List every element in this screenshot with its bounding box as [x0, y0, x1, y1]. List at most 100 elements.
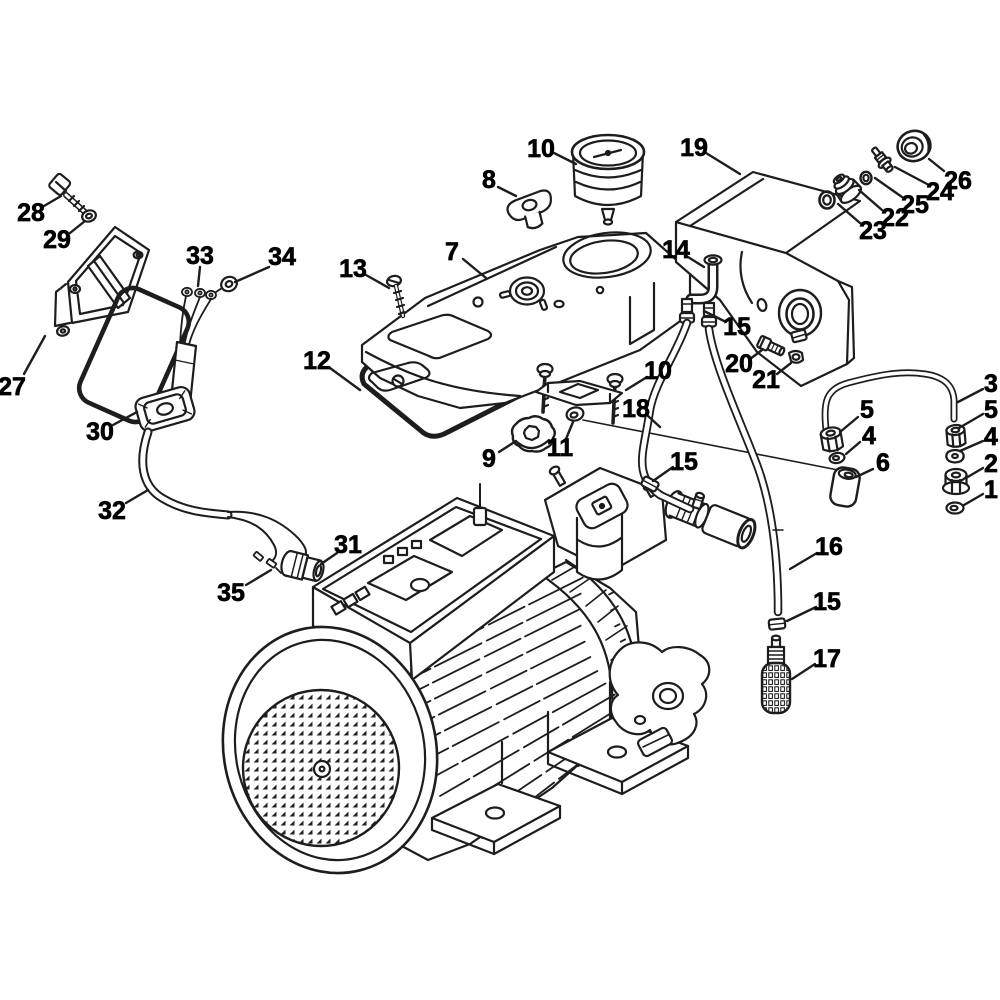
- callout-c12: 12: [303, 347, 331, 375]
- star-nut-part-9: [510, 415, 556, 453]
- callout-c10b: 10: [644, 357, 672, 385]
- elbow-fitting-part-14: [680, 254, 723, 318]
- callout-c32: 32: [98, 497, 126, 525]
- leader-line-c14: [686, 255, 706, 269]
- leader-line-c34: [233, 265, 271, 284]
- leader-line-c30: [111, 410, 139, 427]
- callout-c2: 2: [984, 450, 998, 478]
- grommet-part-30: [134, 385, 196, 433]
- leader-line-c35: [244, 568, 273, 587]
- ring-terminal-part-34: [220, 275, 238, 293]
- nut-part-5-right: [945, 423, 967, 448]
- screw-part-13: [385, 274, 406, 319]
- callout-c8: 8: [482, 166, 496, 194]
- leader-line-c15b: [651, 465, 675, 483]
- callout-c14: 14: [662, 236, 690, 264]
- washer-part-4-left: [828, 451, 846, 465]
- wire-ends-part-35: [252, 551, 282, 574]
- pump-canister: [575, 482, 629, 581]
- tube-part-3: [821, 369, 958, 433]
- leader-line-c15c: [785, 605, 818, 623]
- leader-line-c5l: [838, 415, 860, 434]
- hose-barb: [691, 491, 706, 511]
- hose-part-16: [704, 324, 784, 617]
- callout-c16: 16: [815, 533, 843, 561]
- fan-cover: [221, 625, 439, 875]
- leader-line-c1: [962, 492, 985, 507]
- fitting-part-22: [832, 173, 863, 204]
- callout-c19: 19: [680, 134, 708, 162]
- leader-line-c8: [496, 185, 518, 198]
- leader-line-c29: [68, 219, 87, 235]
- fitting-part-2: [941, 467, 971, 496]
- power-cable-part-32: [138, 427, 307, 563]
- callout-c35: 35: [217, 579, 245, 607]
- leader-line-c20: [748, 348, 764, 361]
- callout-c3: 3: [984, 370, 998, 398]
- suction-filter-part-17: [760, 634, 792, 715]
- leader-line-c31: [319, 551, 339, 566]
- washer-part-11: [565, 406, 585, 422]
- callout-c13: 13: [339, 255, 367, 283]
- leader-line-c6: [854, 467, 875, 479]
- cover-seal-part-27: [76, 285, 192, 425]
- leader-line-c24: [893, 165, 929, 186]
- leader-line-c25: [873, 176, 904, 199]
- leader-line-c33: [196, 265, 202, 288]
- leader-line-c17: [790, 662, 817, 681]
- screw-part-28: [48, 172, 89, 216]
- o-ring-part-25: [859, 170, 873, 186]
- callout-c33: 33: [186, 242, 214, 270]
- leader-line-c13: [364, 273, 391, 290]
- callout-c15b: 15: [670, 448, 698, 476]
- washer-part-4-right: [945, 448, 965, 464]
- callout-c17: 17: [813, 645, 841, 673]
- leader-line-c18: [646, 414, 662, 429]
- washer-part-1: [945, 501, 965, 515]
- leader-line-c19: [704, 151, 742, 176]
- washer-part-29: [81, 209, 97, 223]
- o-ring-part-23: [818, 190, 836, 210]
- callout-c18: 18: [622, 395, 650, 423]
- callout-c21: 21: [752, 366, 780, 394]
- callout-c26: 26: [944, 167, 972, 195]
- screw-part-20: [756, 335, 786, 357]
- leader-line-c2: [964, 466, 985, 480]
- callout-c1: 1: [984, 476, 998, 504]
- callout-c23: 23: [859, 217, 887, 245]
- callout-c25: 25: [901, 191, 929, 219]
- callout-c20: 20: [725, 350, 753, 378]
- pressure-gauge-part-10: [570, 133, 646, 226]
- callout-c15a: 15: [723, 313, 751, 341]
- leader-line-c10a: [552, 151, 578, 166]
- gauge-bracket-part-10: [534, 362, 624, 425]
- callout-c24: 24: [926, 178, 954, 206]
- leader-line-c27: [22, 334, 47, 376]
- leader-line-c26: [927, 157, 946, 173]
- callout-c22: 22: [881, 204, 909, 232]
- leader-line-c22: [857, 188, 884, 212]
- leader-line-c4l: [844, 440, 862, 456]
- leader-line-c11: [564, 420, 575, 441]
- hose-clamp-part-15-pair: [678, 311, 718, 328]
- sleeve-part-6: [829, 466, 861, 508]
- callout-c11: 11: [547, 434, 574, 462]
- leader-line-c15a: [702, 309, 728, 324]
- hose-clamp-part-15-bottom: [767, 617, 787, 631]
- cap-part-26: [896, 129, 932, 163]
- callout-c9: 9: [482, 445, 496, 473]
- leader-line-c3: [956, 387, 985, 404]
- leader-line-c12: [328, 366, 362, 392]
- knob-part-8: [506, 189, 552, 230]
- hose-clamp-part-15-pump: [640, 475, 660, 493]
- callout-c30: 30: [86, 418, 114, 446]
- terminal-box: [311, 483, 556, 682]
- valve-part-24: [870, 146, 894, 173]
- leader-line-c7: [461, 257, 488, 280]
- leader-line-c10b: [624, 375, 649, 392]
- leader-line-c5r: [957, 412, 985, 430]
- cable-gland-part-31: [280, 550, 325, 583]
